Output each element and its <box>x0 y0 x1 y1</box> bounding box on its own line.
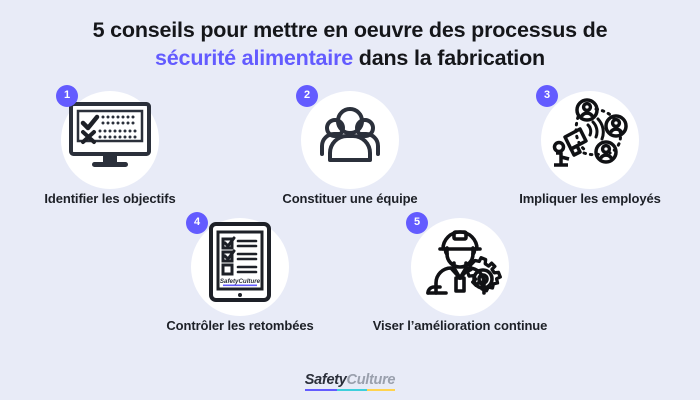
step-label-2: Constituer une équipe <box>282 190 418 206</box>
step-5-icon-area: 5 <box>400 211 520 316</box>
page-title: 5 conseils pour mettre en oeuvre des pro… <box>0 0 700 73</box>
step-3-icon-area: 3 <box>530 84 650 189</box>
step-item-5: 5 <box>361 211 559 333</box>
megaphone-network-icon <box>552 98 628 167</box>
step-item-1: 1 Identifier les objectifs <box>11 84 209 206</box>
title-rest-text: dans la fabrication <box>353 46 545 71</box>
logo-underline-cyan <box>337 388 368 391</box>
step-4-icon-area: 4 <box>180 211 300 316</box>
step-label-5: Viser l’amélioration continue <box>372 317 548 333</box>
step-2-icon-area: 2 <box>290 84 410 189</box>
step-label-1: Identifier les objectifs <box>44 190 176 206</box>
logo-underline-purple <box>304 388 338 391</box>
logo-text-culture: Culture <box>346 371 396 388</box>
title-line-2: sécurité alimentaire dans la fabrication <box>0 44 700 72</box>
logo-text-safety: Safety <box>304 371 347 388</box>
step-item-2: 2 Constituer une équipe <box>251 84 449 206</box>
people-group-icon <box>320 106 380 162</box>
step-badge-1: 1 <box>56 84 78 107</box>
step-badge-3: 3 <box>536 84 558 107</box>
logo-underline-yellow <box>367 388 396 391</box>
title-line-1: 5 conseils pour mettre en oeuvre des pro… <box>92 18 608 42</box>
monitor-checklist-icon <box>69 101 151 167</box>
worker-gear-icon <box>426 229 502 295</box>
step-item-4: 4 <box>141 211 339 333</box>
step-badge-4: 4 <box>186 211 208 234</box>
logo-underline <box>304 388 396 391</box>
step-1-icon-area: 1 <box>50 84 170 189</box>
step-label-3: Impliquer les employés <box>519 190 661 206</box>
footer: SafetyCulture <box>0 371 700 391</box>
steps-row-1: 1 Identifier les objectifs <box>0 84 700 206</box>
step-label-4: Contrôler les retombées <box>166 317 314 333</box>
safetyculture-logo: SafetyCulture <box>304 371 396 391</box>
step-item-3: 3 <box>491 84 689 206</box>
steps-row-2: 4 <box>0 211 700 333</box>
tablet-logo-text: SafetyCulture <box>220 278 261 285</box>
step-badge-2: 2 <box>296 84 318 107</box>
step-badge-5: 5 <box>406 211 428 234</box>
title-accent-text: sécurité alimentaire <box>155 46 354 71</box>
tablet-checklist-icon: SafetyCulture <box>209 221 271 302</box>
